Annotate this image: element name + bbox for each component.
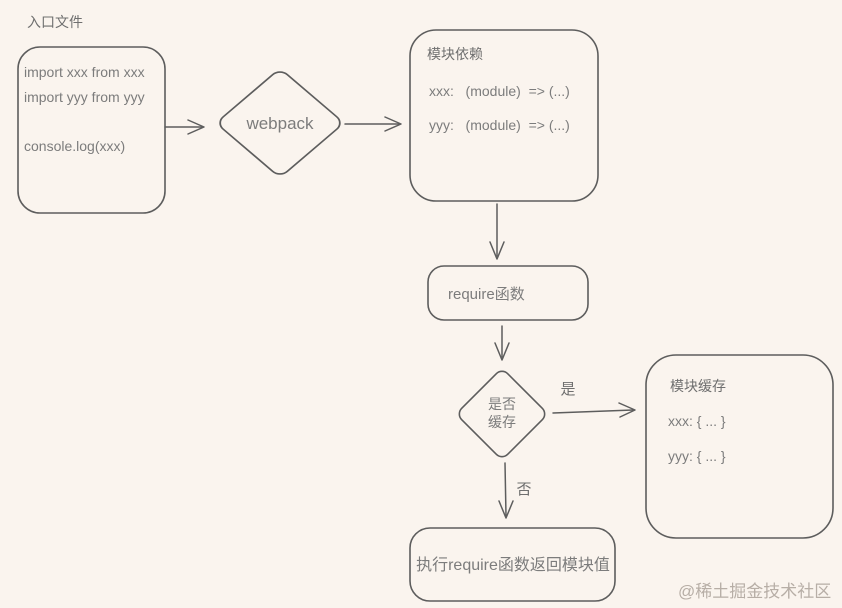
execute-require-node: 执行require函数返回模块值 <box>409 527 616 602</box>
module-cache-title: 模块缓存 <box>670 378 726 394</box>
yes-branch-label: 是 <box>560 381 575 398</box>
entry-code-line-2: import yyy from yyy <box>24 89 145 105</box>
arrow-deps-to-require <box>489 203 505 260</box>
require-fn-node: require函数 <box>427 265 589 321</box>
arrow-require-to-cache-check <box>494 325 510 361</box>
cache-check-label-line2: 缓存 <box>488 414 516 430</box>
webpack-label: webpack <box>245 114 314 133</box>
webpack-diamond-node: webpack <box>219 71 341 175</box>
module-cache-box <box>645 354 834 539</box>
arrow-entry-to-webpack <box>164 119 205 135</box>
module-deps-title: 模块依赖 <box>427 46 483 62</box>
entry-file-node: import xxx from xxx import yyy from yyy … <box>17 46 166 214</box>
module-deps-box <box>409 29 599 202</box>
entry-file-box <box>17 46 166 214</box>
cache-check-diamond <box>458 370 546 458</box>
execute-require-label: 执行require函数返回模块值 <box>416 556 610 574</box>
module-cache-line-2: yyy: { ... } <box>668 448 726 464</box>
entry-code-line-3: console.log(xxx) <box>24 138 125 154</box>
require-fn-box <box>427 265 589 321</box>
arrow-webpack-to-deps <box>344 116 402 132</box>
cache-check-label-line1: 是否 <box>488 396 516 412</box>
execute-require-box <box>409 527 616 602</box>
webpack-diamond <box>219 71 341 175</box>
module-cache-line-1: xxx: { ... } <box>668 413 726 429</box>
module-deps-line-2: yyy: (module) => (...) <box>429 117 570 133</box>
require-fn-label: require函数 <box>448 286 525 303</box>
module-deps-node: 模块依赖 xxx: (module) => (...) yyy: (module… <box>409 29 599 202</box>
arrow-no-to-execute <box>498 462 514 519</box>
module-cache-node: 模块缓存 xxx: { ... } yyy: { ... } <box>645 354 834 539</box>
cache-check-diamond-node: 是否 缓存 <box>458 370 546 458</box>
entry-file-label: 入口文件 <box>27 14 83 30</box>
module-deps-line-1: xxx: (module) => (...) <box>429 83 570 99</box>
entry-code-line-1: import xxx from xxx <box>24 64 145 80</box>
no-branch-label: 否 <box>516 481 531 498</box>
watermark-text: @稀土掘金技术社区 <box>678 582 831 601</box>
arrow-yes-to-module-cache <box>552 402 636 418</box>
